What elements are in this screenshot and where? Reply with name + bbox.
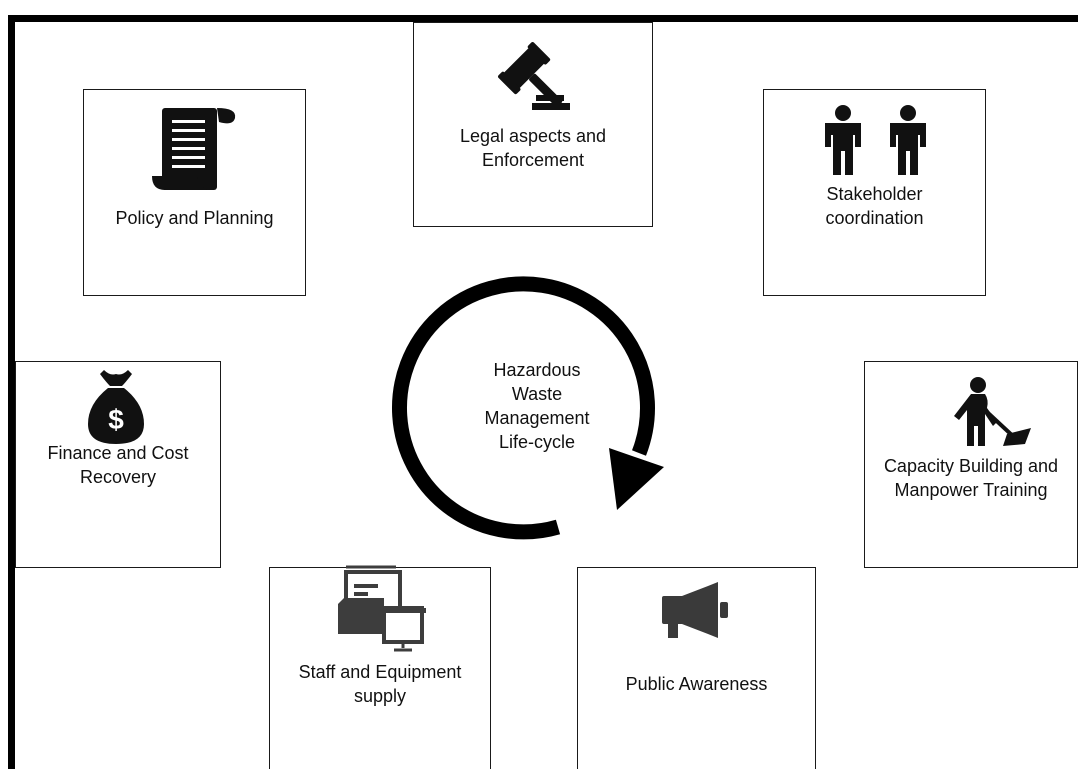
- finance-label: Finance and Cost Recovery: [47, 443, 189, 487]
- center-label: Hazardous Waste Management Life-cycle: [484, 360, 590, 452]
- office-equipment-icon: [338, 565, 426, 652]
- finance-box: $ Finance and Cost Recovery: [15, 361, 221, 568]
- person-left: [825, 105, 861, 175]
- worker-shovel-icon: [954, 377, 1031, 446]
- cycle-arrowhead: [609, 448, 664, 510]
- capacity-label: Capacity Building and Manpower Training: [883, 456, 1059, 500]
- stakeholder-box: Stakeholder coordination: [763, 89, 986, 296]
- gavel-icon: [498, 42, 570, 110]
- cycle-arc: [392, 276, 655, 540]
- megaphone-icon: [662, 582, 728, 638]
- public-box: Public Awareness: [577, 567, 816, 769]
- staff-box: Staff and Equipment supply: [269, 565, 491, 769]
- two-people-icon: [825, 105, 926, 175]
- legal-label: Legal aspects and Enforcement: [459, 126, 607, 170]
- scroll-document-icon: [152, 108, 236, 190]
- person-right: [890, 105, 926, 175]
- policy-box: Policy and Planning: [83, 89, 306, 296]
- frame-border-top: [8, 15, 1078, 22]
- staff-label: Staff and Equipment supply: [298, 662, 462, 706]
- frame-border-left: [8, 15, 15, 769]
- capacity-box: Capacity Building and Manpower Training: [864, 361, 1078, 568]
- legal-box: Legal aspects and Enforcement: [413, 22, 653, 227]
- svg-text:$: $: [108, 404, 124, 435]
- stakeholder-label: Stakeholder coordination: [825, 184, 924, 228]
- policy-label: Policy and Planning: [115, 208, 274, 228]
- money-bag-icon: $: [88, 370, 144, 444]
- public-label: Public Awareness: [625, 674, 768, 694]
